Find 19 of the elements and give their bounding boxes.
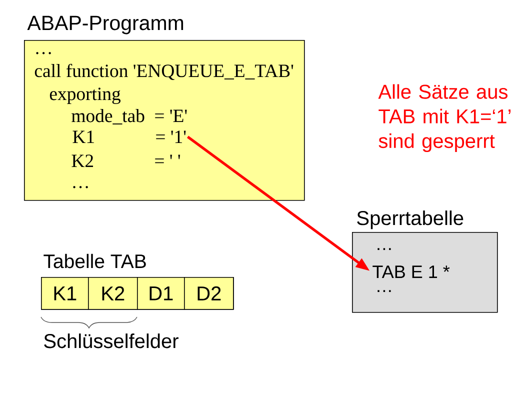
node-label: exporting <box>50 88 121 104</box>
note-text: Alle Sätze aus TAB mit K1=‘1’ sind gesperrt <box>378 84 510 152</box>
table-cell: D2 <box>184 277 234 310</box>
node-label: K2 <box>72 154 94 167</box>
table-cell: K2 <box>88 277 138 310</box>
node-label: mode_tab <box>72 109 144 124</box>
list-entry: TAB E 1 * <box>372 266 450 278</box>
heading: ABAP-Programm <box>27 16 184 34</box>
node-label: … <box>73 186 88 188</box>
heading: Sperrtabelle <box>357 210 464 230</box>
node-label: = ' ' <box>155 154 180 164</box>
node-label: = 'E' <box>155 110 187 122</box>
brace-label: Schlüsselfelder <box>44 334 178 348</box>
node-label: … <box>36 52 51 54</box>
table-cell: D1 <box>137 277 185 310</box>
table-cell: K1 <box>41 277 89 310</box>
node-label: call function 'ENQUEUE_E_TAB' <box>34 64 294 80</box>
heading: Tabelle TAB <box>44 254 146 268</box>
code-line: K1 = '1' <box>72 130 186 143</box>
